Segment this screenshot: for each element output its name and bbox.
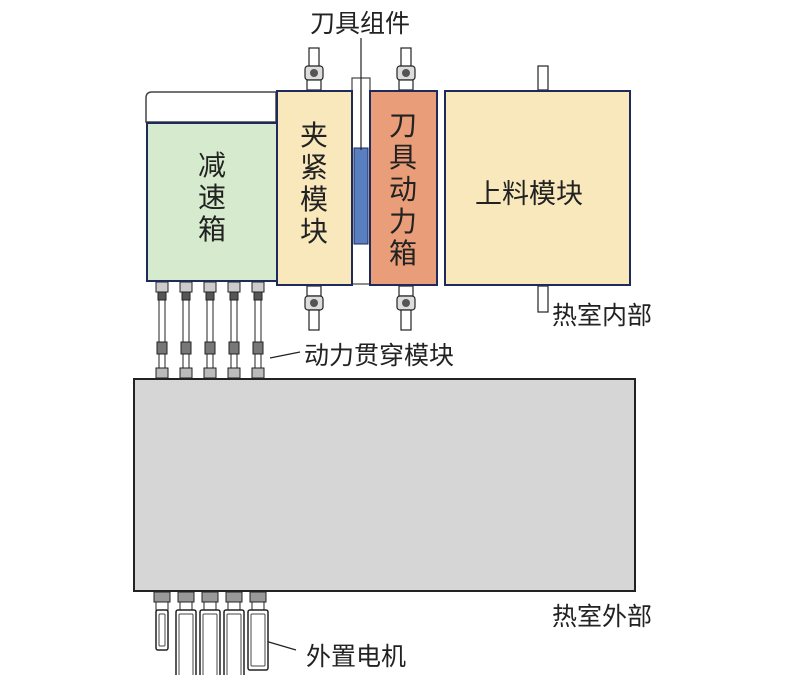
label-char: 箱 [388,237,417,270]
hot-cell-outside-label: 热室外部 [552,602,653,631]
label-char: 箱 [197,213,226,246]
shaft-icon [155,281,169,379]
tool-power-box-label: 刀具动力箱 [387,110,419,270]
motor-icon [153,591,171,651]
bolt-icon [396,285,416,331]
hot-cell-inside-label: 热室内部 [552,301,653,330]
label-char: 块 [299,215,328,248]
label-char: 具 [388,141,417,174]
label-char: 夹 [299,119,328,152]
clamp-module-label: 夹紧模块 [298,120,330,248]
bolt-icon [304,47,324,91]
mechanical-parts [153,47,549,675]
shaft-icon [227,281,241,379]
label-char: 刀 [388,109,417,142]
stud-icon [537,285,549,313]
motor-icon [175,591,197,675]
penetration-leader [269,351,301,359]
bolt-icon [304,285,324,331]
tool-power-box [369,90,438,286]
label-char: 模 [299,183,328,216]
reducer-label: 减速箱 [196,150,228,246]
clamp-module-box [276,90,353,286]
motor-icon [247,591,269,671]
motor-icon [199,591,221,675]
motor-icon [223,591,245,675]
label-char: 减 [197,149,226,182]
shaft-icon [251,281,265,379]
external-motor-label: 外置电机 [306,642,407,671]
reducer-box [146,122,278,282]
label-char: 速 [197,181,226,214]
loading-module-label: 上料模块 [475,179,583,210]
label-char: 紧 [299,151,328,184]
tool-assembly-label: 刀具组件 [310,9,411,38]
shaft-icon [203,281,217,379]
label-char: 力 [388,205,417,238]
loading-module-box [444,90,631,286]
hot-cell-wall [133,378,636,592]
power-penetration-module-label: 动力贯穿模块 [304,341,455,370]
tool-blade [353,147,369,245]
reducer-top-cover [145,91,277,123]
stud-icon [537,65,549,91]
bolt-icon [396,47,416,91]
label-char: 动 [388,173,417,206]
shaft-icon [179,281,193,379]
